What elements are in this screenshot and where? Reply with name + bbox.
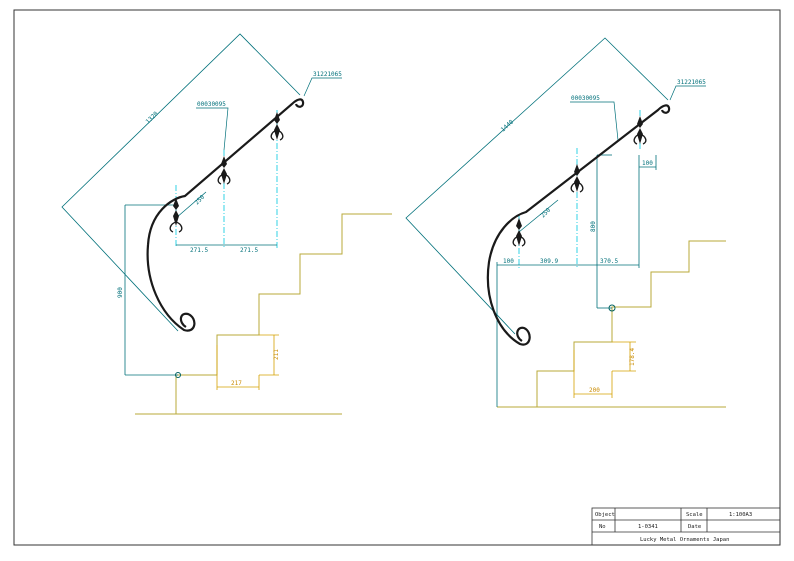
post-left-1 xyxy=(169,198,183,233)
stairs-steps-left xyxy=(175,213,392,414)
callout-post-right xyxy=(570,101,619,141)
company-name: Lucky Metal Ornaments Japan xyxy=(640,537,729,543)
height-dimension-left xyxy=(124,204,178,376)
no-label: No xyxy=(599,524,606,530)
post-left-2 xyxy=(217,156,231,185)
step-run-right: 200 xyxy=(589,387,600,394)
post-right-2 xyxy=(570,164,584,193)
small-dim-line-left xyxy=(175,191,207,219)
diag-dimension-left xyxy=(61,33,301,332)
center-lines-right xyxy=(518,110,641,268)
height-right: 800 xyxy=(590,221,597,232)
spacing2-left: 271.5 xyxy=(240,247,258,254)
step-rise-left: 211 xyxy=(273,349,280,360)
part-post-right: 00030095 xyxy=(571,95,600,102)
part-upper-left: 31221065 xyxy=(313,71,342,78)
part-upper-right: 31221065 xyxy=(677,79,706,86)
height-dimension-right xyxy=(596,154,612,309)
step-run-left: 217 xyxy=(231,380,242,387)
sheet-border xyxy=(13,9,781,546)
post-left-3 xyxy=(270,112,284,141)
step-rise-right: 178.4 xyxy=(629,348,636,366)
spacing1-right: 309.9 xyxy=(540,258,558,265)
no-value: 1-0341 xyxy=(638,524,658,530)
scale-label: Scale xyxy=(686,512,703,518)
object-label: Object xyxy=(595,512,615,518)
height-left: 900 xyxy=(117,287,124,298)
spacing1-left: 271.5 xyxy=(190,247,208,254)
part-post-left: 00030095 xyxy=(197,101,226,108)
step-dimension-right xyxy=(573,341,636,398)
offset-left-right: 100 xyxy=(503,258,514,265)
callout-post-left xyxy=(196,107,229,151)
anchor-left xyxy=(175,372,181,378)
scale-value: 1:100A3 xyxy=(729,512,752,518)
diag-length-left: 1320 xyxy=(145,110,161,125)
title-block xyxy=(591,507,781,546)
step-dimension-left xyxy=(216,334,279,390)
post-right-1 xyxy=(512,218,526,247)
offset-right: 100 xyxy=(642,160,653,167)
small-dim-line-right xyxy=(518,199,559,233)
drawing-right: 200 178.4 1440 800 100 250 xyxy=(405,37,726,408)
callout-upper-left xyxy=(303,77,342,97)
diag-dimension-right xyxy=(405,37,669,335)
handrail-right xyxy=(486,104,671,346)
small-dim-right: 250 xyxy=(539,207,552,220)
small-dim-left: 250 xyxy=(193,194,206,207)
anchor-right xyxy=(608,304,616,312)
stairs-steps-right xyxy=(536,240,726,407)
extension-lines-right xyxy=(496,155,657,407)
drawing-left: 217 211 1320 900 250 271.5 271.5 xyxy=(61,33,392,415)
date-label: Date xyxy=(688,524,701,530)
handrail-left xyxy=(146,98,305,332)
post-right-3 xyxy=(633,116,647,145)
diag-length-right: 1440 xyxy=(500,118,516,133)
spacing2-right: 370.5 xyxy=(600,258,618,265)
callout-upper-right xyxy=(669,85,706,101)
